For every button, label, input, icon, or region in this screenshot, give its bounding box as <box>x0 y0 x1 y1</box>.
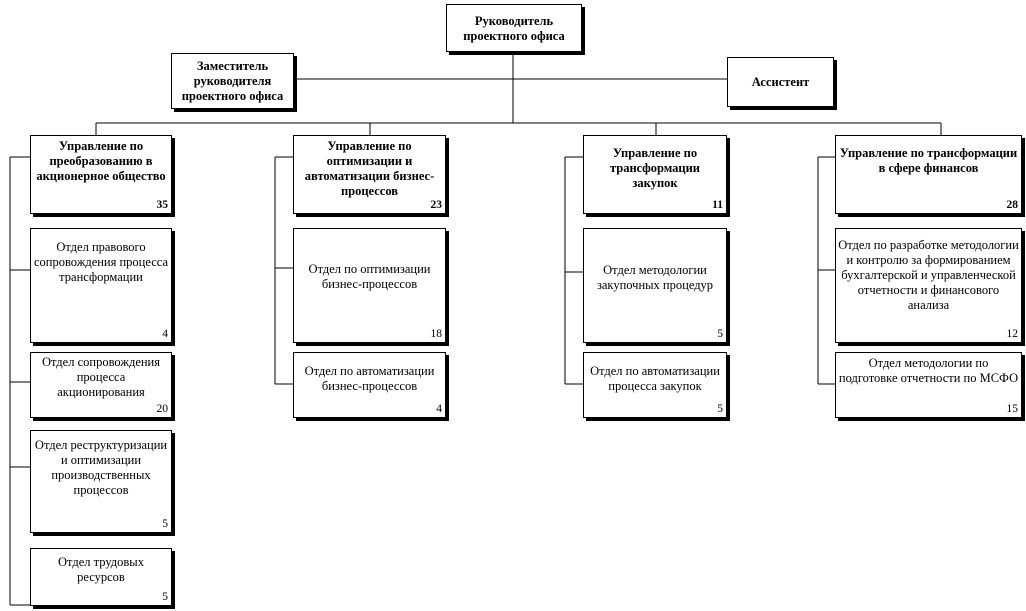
department-box: Отдел по автоматизации бизнес-процессов … <box>293 352 446 418</box>
division-headcount: 23 <box>430 199 443 211</box>
department-headcount: 5 <box>162 518 168 530</box>
department-box: Отдел реструктуризации и оптимизации про… <box>30 430 172 533</box>
department-box: Отдел сопровождения процесса акционирова… <box>30 352 172 418</box>
head-of-project-office-box: Руководитель проектного офиса <box>446 4 582 52</box>
department-title: Отдел по оптимизации бизнес-процессов <box>308 262 431 291</box>
department-headcount: 5 <box>717 328 723 340</box>
department-title: Отдел по автоматизации бизнес-процессов <box>304 364 435 393</box>
department-box: Отдел методологии закупочных процедур 5 <box>583 228 727 343</box>
assistant-box: Ассистент <box>727 57 834 107</box>
department-box: Отдел правового сопровождения процесса т… <box>30 228 172 343</box>
department-box: Отдел методологии по подготовке отчетнос… <box>835 352 1022 418</box>
deputy-head-box: Заместитель руководителя проектного офис… <box>171 53 294 109</box>
department-headcount: 5 <box>162 591 168 603</box>
division-title: Управление по преобразованию в акционерн… <box>36 139 166 183</box>
department-headcount: 4 <box>436 403 442 415</box>
division-headcount: 11 <box>712 199 723 211</box>
department-box: Отдел по оптимизации бизнес-процессов 18 <box>293 228 446 343</box>
division-box: Управление по преобразованию в акционерн… <box>30 135 172 214</box>
division-headcount: 35 <box>156 199 169 211</box>
department-title: Отдел правового сопровождения процесса т… <box>33 240 169 284</box>
department-title: Отдел сопровождения процесса акционирова… <box>41 355 160 399</box>
department-headcount: 20 <box>156 403 169 415</box>
department-title: Отдел методологии закупочных процедур <box>596 263 714 292</box>
division-title: Управление по трансформации в сфере фина… <box>839 146 1018 175</box>
division-title: Управление по оптимизации и автоматизаци… <box>304 139 435 198</box>
department-headcount: 18 <box>430 328 443 340</box>
department-headcount: 15 <box>1006 403 1019 415</box>
department-headcount: 12 <box>1006 328 1019 340</box>
department-box: Отдел по автоматизации процесса закупок … <box>583 352 727 418</box>
division-box: Управление по трансформации закупок 11 <box>583 135 727 214</box>
division-headcount: 28 <box>1006 199 1019 211</box>
division-title: Управление по трансформации закупок <box>609 146 701 190</box>
division-box: Управление по оптимизации и автоматизаци… <box>293 135 446 214</box>
department-headcount: 5 <box>717 403 723 415</box>
department-title: Отдел трудовых ресурсов <box>58 555 144 584</box>
department-title: Отдел реструктуризации и оптимизации про… <box>34 438 168 497</box>
department-title: Отдел по автоматизации процесса закупок <box>590 364 720 393</box>
department-box: Отдел трудовых ресурсов 5 <box>30 548 172 606</box>
department-title: Отдел по разработке методологии и контро… <box>838 238 1019 312</box>
department-title: Отдел методологии по подготовке отчетнос… <box>838 356 1019 385</box>
deputy-head-label: Заместитель руководителя проектного офис… <box>181 59 284 103</box>
assistant-label: Ассистент <box>751 75 810 89</box>
department-headcount: 4 <box>162 328 168 340</box>
division-box: Управление по трансформации в сфере фина… <box>835 135 1022 214</box>
head-of-project-office-label: Руководитель проектного офиса <box>463 14 565 43</box>
department-box: Отдел по разработке методологии и контро… <box>835 228 1022 343</box>
